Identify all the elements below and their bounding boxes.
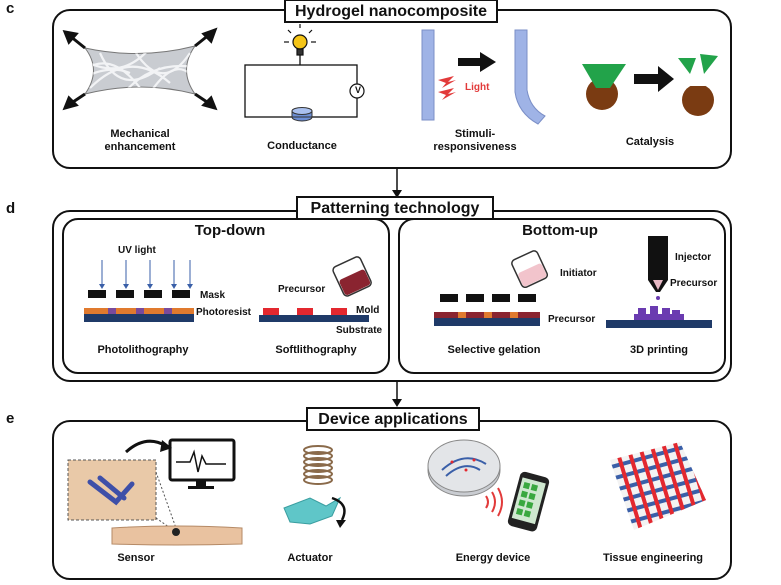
photolithography-label: Photolithography [97, 344, 189, 356]
circuit-diagram [244, 24, 365, 122]
energy-device-label: Energy device [455, 552, 531, 564]
mechanical-label: Mechanical enhancement [80, 128, 200, 154]
energy-device-graphic [427, 439, 550, 532]
panel-c-title: Hydrogel nanocomposite [284, 0, 498, 23]
monitor-icon [168, 438, 236, 489]
initiator-label: Initiator [560, 268, 597, 279]
mechanical-label-line1: Mechanical [110, 128, 170, 140]
light-bulb-icon [284, 24, 316, 56]
bottom-up-title: Bottom-up [522, 222, 598, 239]
voltmeter-symbol: V [354, 85, 361, 95]
photoresist-label: Photoresist [196, 307, 252, 318]
connector-arrow-de [392, 381, 402, 407]
softlithography-label: Softlithography [275, 344, 357, 356]
sensor-label: Sensor [117, 552, 155, 564]
top-down-box [62, 218, 390, 374]
stimuli-label-line1: Stimuli- [454, 128, 496, 140]
stimuli-label-line2: responsiveness [433, 141, 517, 153]
panel-e-title: Device applications [306, 407, 480, 431]
injector-icon [648, 236, 668, 300]
substrate-label: Substrate [336, 325, 383, 336]
tissue-engineering-graphic [610, 442, 706, 530]
tissue-engineering-label: Tissue engineering [602, 552, 704, 564]
stimuli-label: Stimuli- responsiveness [420, 128, 530, 154]
bottom-up-box [398, 218, 726, 374]
conductance-label: Conductance [267, 140, 337, 152]
printing-3d-label: 3D printing [629, 344, 689, 356]
bending-gel-icon [421, 29, 546, 125]
precursor-label-gelation: Precursor [548, 314, 596, 325]
mask-label: Mask [200, 290, 226, 301]
stretched-mesh-icon [62, 27, 218, 111]
photolithography-diagram [84, 260, 194, 322]
connector-arrow-cd [392, 168, 402, 198]
light-text: Light [465, 82, 490, 93]
panel-d-title: Patterning technology [296, 196, 494, 220]
panel-letter-d: d [6, 200, 16, 217]
catalysis-label: Catalysis [625, 136, 675, 148]
precursor-label-softlitho: Precursor [278, 284, 326, 295]
printing-3d-diagram [606, 236, 712, 328]
precursor-label-printing: Precursor [670, 278, 718, 289]
sensor-graphic [67, 438, 243, 546]
catalysis-icon [582, 54, 718, 116]
mechanical-label-line2: enhancement [104, 141, 176, 153]
top-down-title: Top-down [194, 222, 266, 239]
softlithography-diagram [259, 256, 372, 322]
injector-label: Injector [675, 252, 712, 263]
uv-light-label: UV light [118, 245, 156, 256]
actuator-label: Actuator [287, 552, 333, 564]
actuator-graphic [283, 445, 346, 528]
selective-gelation-label: Selective gelation [447, 344, 541, 356]
initiator-beaker-icon [511, 250, 549, 289]
panel-letter-e: e [6, 410, 15, 427]
mold-label: Mold [356, 305, 380, 316]
panel-letter-c: c [6, 0, 15, 17]
selective-gelation-diagram [434, 250, 549, 326]
beaker-icon [332, 256, 372, 297]
phone-icon [507, 471, 550, 532]
